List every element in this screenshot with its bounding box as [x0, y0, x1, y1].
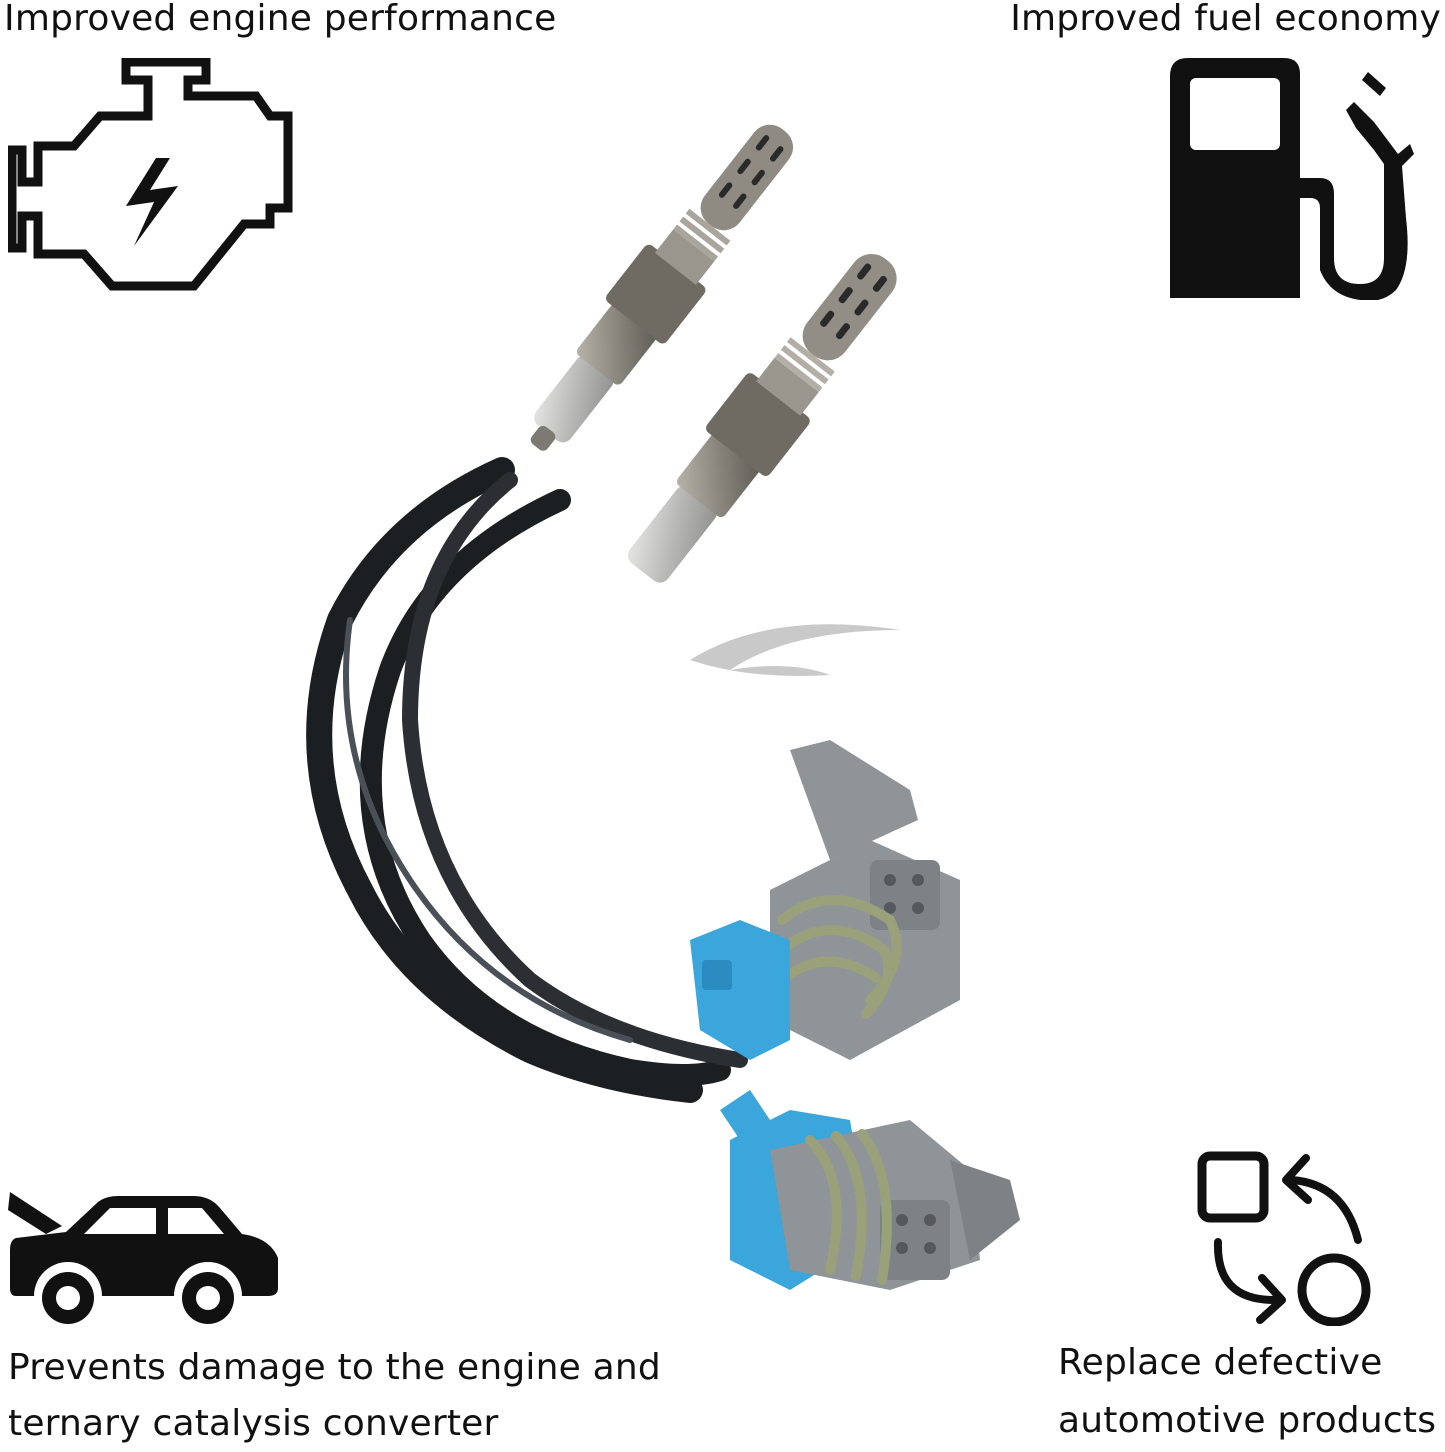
- car-open-hood-icon: [8, 1192, 278, 1324]
- sensor-cables: [306, 457, 748, 1103]
- protection-caption: Prevents damage to the engine and ternar…: [8, 1340, 661, 1452]
- engine-performance-caption: Improved engine performance: [4, 0, 557, 38]
- protection-label-line-2: ternary catalysis converter: [8, 1402, 499, 1444]
- replace-label-line-2: automotive products: [1058, 1399, 1437, 1441]
- replace-caption: Replace defective automotive products: [1058, 1334, 1436, 1449]
- engine-warning-icon: [8, 58, 293, 291]
- replace-cycle-icon: [1197, 1151, 1371, 1326]
- oxygen-sensor-1: [530, 124, 794, 451]
- protection-label-line-1: Prevents damage to the engine and: [8, 1347, 661, 1388]
- fuel-pump-icon: [1170, 58, 1414, 300]
- oxygen-sensor-2: [627, 253, 897, 583]
- faint-logo-mark: [690, 624, 900, 676]
- fuel-economy-label: Improved fuel economy: [1010, 0, 1441, 39]
- engine-performance-label: Improved engine performance: [4, 0, 557, 39]
- connector-lower: [720, 1090, 1020, 1290]
- fuel-economy-caption: Improved fuel economy: [1010, 0, 1441, 38]
- connector-upper: [690, 740, 960, 1060]
- replace-label-line-1: Replace defective: [1058, 1342, 1383, 1383]
- oxygen-sensor-pair-illustration: [306, 124, 1020, 1290]
